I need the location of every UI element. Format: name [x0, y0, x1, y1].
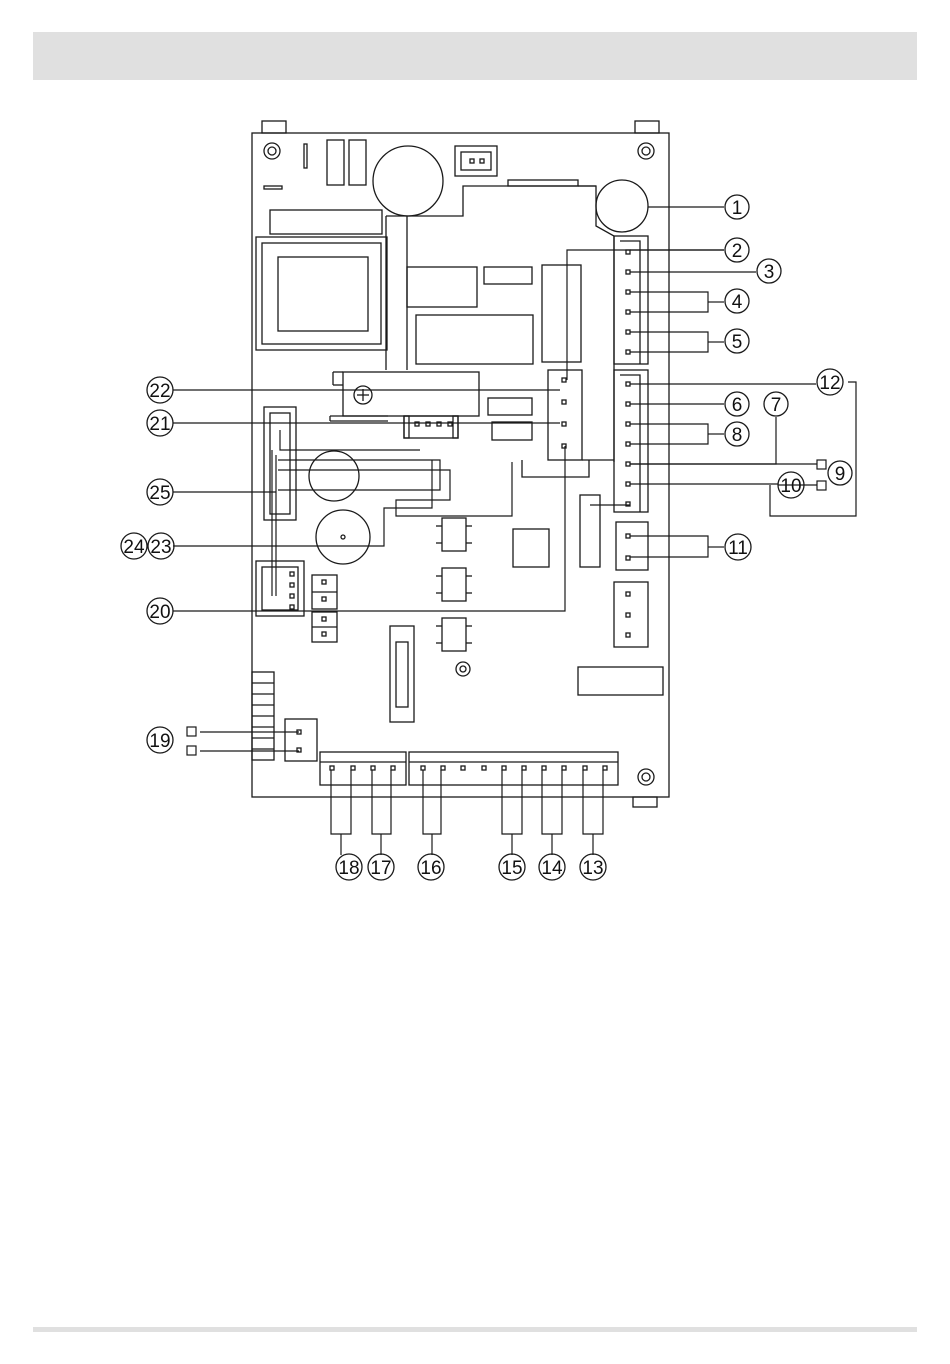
callout-18: 18 [336, 854, 362, 880]
callout-8: 8 [725, 422, 749, 446]
callout-5: 5 [725, 329, 749, 353]
svg-text:5: 5 [732, 332, 743, 353]
callout-2: 2 [725, 238, 749, 262]
svg-text:6: 6 [732, 395, 743, 416]
callout-16: 16 [418, 854, 444, 880]
right-terminal-blocks [614, 236, 648, 647]
callout-12: 12 [817, 369, 843, 395]
board-outline [252, 121, 669, 807]
svg-text:3: 3 [764, 262, 775, 283]
svg-text:14: 14 [541, 858, 563, 879]
svg-text:20: 20 [149, 602, 170, 623]
svg-text:10: 10 [780, 476, 801, 497]
svg-text:15: 15 [501, 858, 522, 879]
svg-text:9: 9 [835, 464, 846, 485]
callout-1: 1 [725, 195, 749, 219]
svg-text:23: 23 [150, 537, 171, 558]
bottom-terminal-blocks [320, 752, 618, 785]
svg-text:1: 1 [732, 198, 743, 219]
callout-15: 15 [499, 854, 525, 880]
callout-10: 10 [778, 472, 804, 498]
svg-text:18: 18 [338, 858, 359, 879]
callout-4: 4 [725, 289, 749, 313]
callout-6: 6 [725, 392, 749, 416]
callout-20: 20 [147, 598, 173, 624]
callout-21: 21 [147, 410, 173, 436]
callouts: 1 2 3 4 5 6 7 8 9 10 11 12 13 14 15 16 1… [121, 195, 852, 880]
callout-14: 14 [539, 854, 565, 880]
callout-17: 17 [368, 854, 394, 880]
svg-text:4: 4 [732, 292, 743, 313]
svg-text:19: 19 [149, 731, 170, 752]
svg-text:16: 16 [420, 858, 441, 879]
callout-13: 13 [580, 854, 606, 880]
svg-text:21: 21 [149, 414, 170, 435]
callout-7: 7 [764, 392, 788, 416]
svg-text:12: 12 [819, 373, 840, 394]
callout-11: 11 [725, 534, 751, 560]
callout-3: 3 [757, 259, 781, 283]
footer-rule [33, 1327, 917, 1332]
callout-23: 23 [148, 533, 174, 559]
callout-24: 24 [121, 533, 147, 559]
callout-9: 9 [828, 461, 852, 485]
svg-text:22: 22 [149, 381, 170, 402]
svg-text:25: 25 [149, 483, 170, 504]
callout-22: 22 [147, 377, 173, 403]
svg-text:8: 8 [732, 425, 743, 446]
callout-19: 19 [147, 727, 173, 753]
svg-text:17: 17 [370, 858, 391, 879]
svg-text:7: 7 [771, 395, 782, 416]
callout-25: 25 [147, 479, 173, 505]
svg-text:24: 24 [123, 537, 145, 558]
leader-lines [173, 207, 856, 855]
svg-text:11: 11 [728, 538, 748, 559]
svg-text:2: 2 [732, 241, 743, 262]
svg-text:13: 13 [582, 858, 603, 879]
